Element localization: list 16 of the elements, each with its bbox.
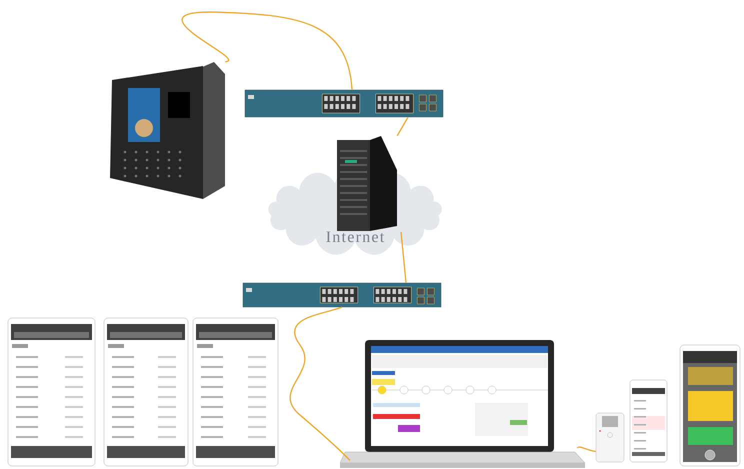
smartphone-drawing	[104, 318, 188, 466]
network-cable	[576, 446, 596, 452]
network-cable	[182, 11, 353, 90]
smartphone-drawing	[630, 380, 668, 462]
network-cable	[396, 116, 409, 136]
fingerprint-scanner-drawing	[596, 412, 624, 462]
smartphone-drawing	[8, 318, 96, 466]
smartphone-drawing	[192, 318, 278, 466]
laptop-drawing	[340, 340, 586, 468]
fingerprint-terminal-drawing	[110, 62, 225, 199]
network-cable	[400, 232, 407, 283]
network-cable	[290, 306, 350, 461]
tablet-drawing	[680, 344, 740, 466]
network-switch-drawing	[244, 90, 444, 118]
network-switch-drawing	[242, 282, 442, 308]
server-tower-drawing	[337, 136, 397, 231]
